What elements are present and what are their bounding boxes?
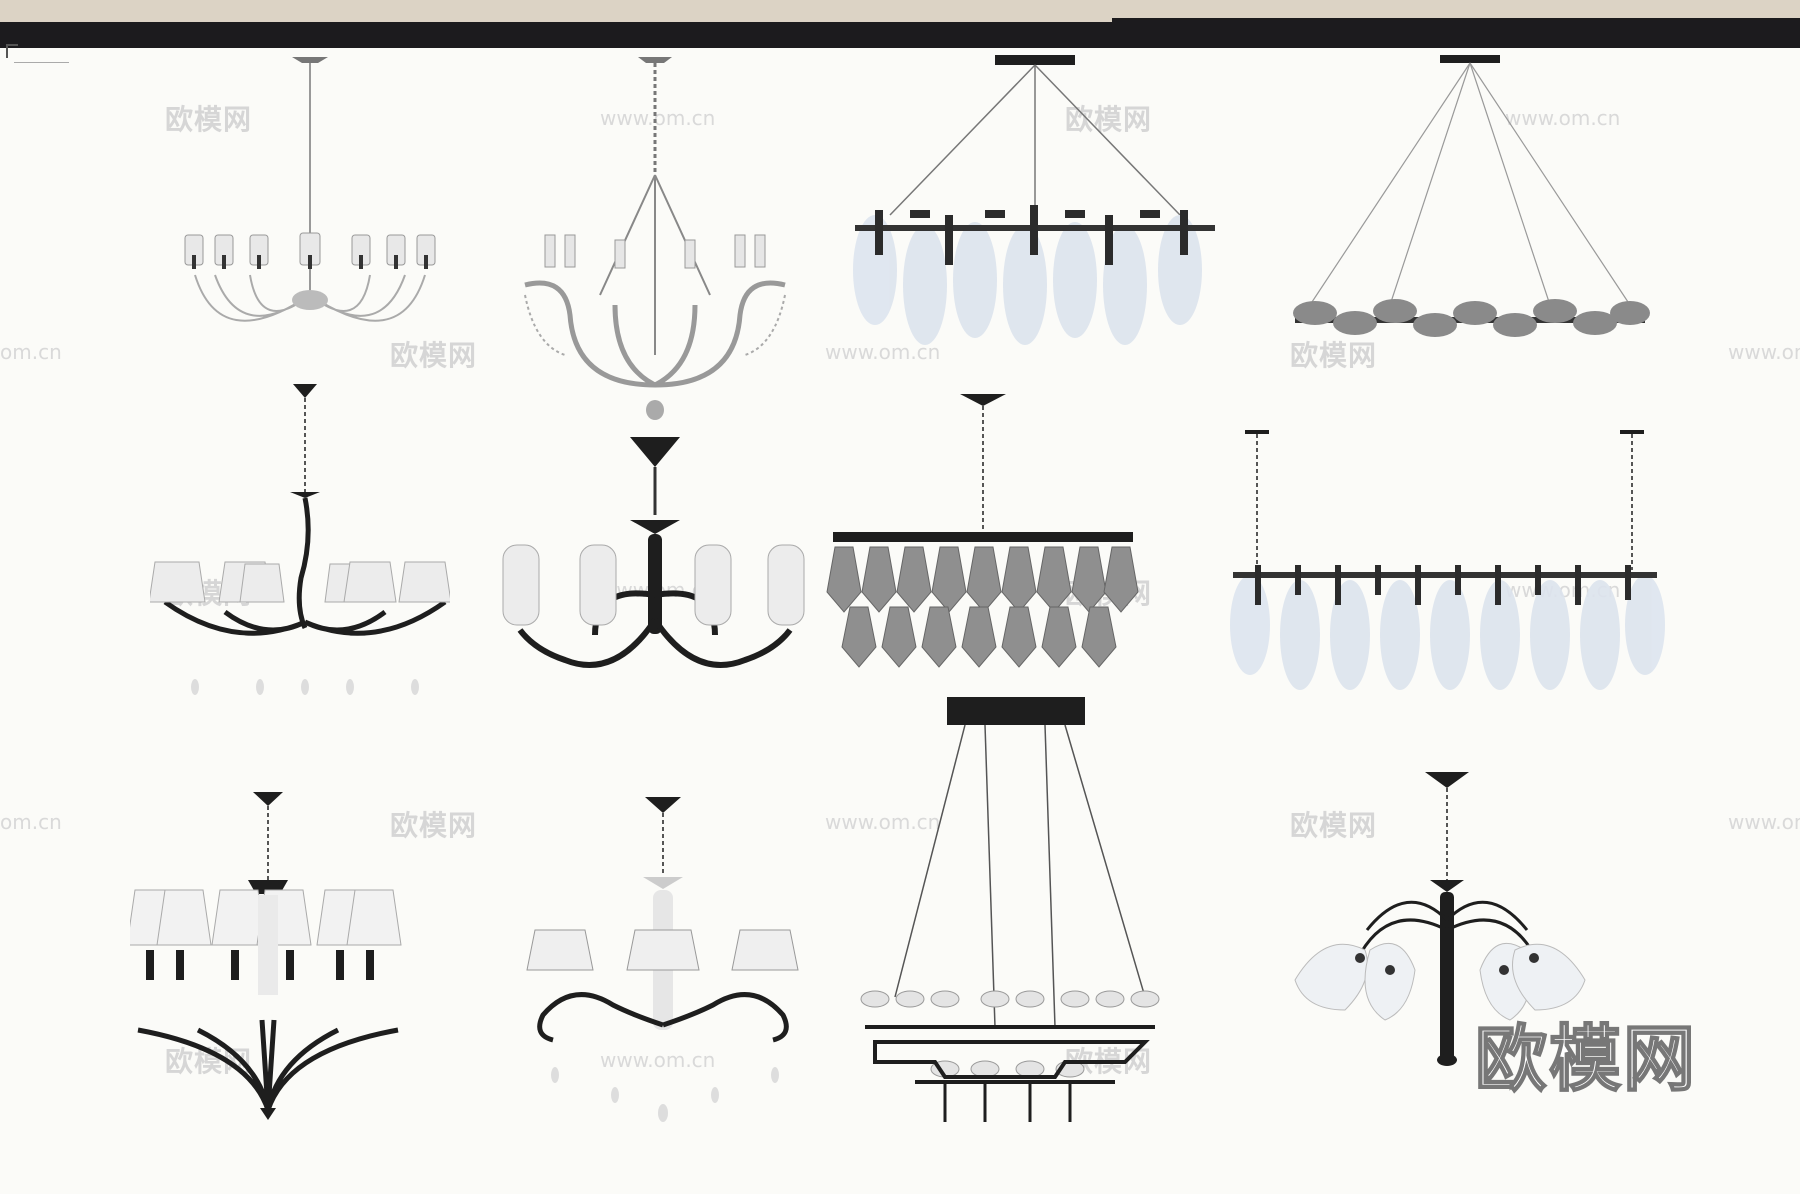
watermark-brand: 欧模网 — [165, 103, 253, 136]
chandelier-fabric-shade-icon — [525, 795, 805, 1125]
watermark-brand: 欧模网 — [1065, 103, 1153, 136]
chandelier-shade-dark-icon — [150, 382, 450, 702]
chandelier-ring-crystal-icon — [845, 55, 1225, 345]
brand-logo: 欧模网 — [1474, 1016, 1698, 1102]
top-beige-band — [0, 0, 1800, 22]
top-black-bar — [0, 22, 1800, 48]
watermark-url: www.om.cn — [1728, 340, 1800, 364]
watermark-brand: 欧模网 — [390, 809, 478, 842]
chandelier-curved-iron-icon — [510, 55, 800, 435]
watermark-brand: 欧模网 — [390, 339, 478, 372]
watermark-brand: 欧模网 — [1290, 809, 1378, 842]
watermark-url: www.om.cn — [600, 106, 716, 130]
chandelier-crystal-tier-icon — [825, 392, 1140, 672]
chandelier-candle-grey-icon — [180, 55, 440, 345]
corner-mark — [6, 44, 18, 58]
chandelier-white-shade-icon — [130, 790, 405, 1120]
chandelier-lotus-ring-icon — [855, 697, 1165, 1127]
chandelier-tulip-glass-icon — [1290, 770, 1590, 1070]
watermark-url: www.om.cn — [600, 1048, 716, 1072]
chandelier-wrought-iron-icon — [500, 435, 810, 700]
watermark-url: www.om.cn — [1728, 810, 1800, 834]
chandelier-linear-bar-icon — [1225, 430, 1665, 690]
watermark-url: www.om.cn — [825, 810, 941, 834]
watermark-brand: 欧模网 — [1290, 339, 1378, 372]
chandelier-ring-leaf-icon — [1290, 55, 1650, 365]
watermark-url-partial: om.cn — [0, 340, 62, 364]
watermark-url: www.om.cn — [1505, 106, 1621, 130]
watermark-url-partial: om.cn — [0, 810, 62, 834]
corner-line — [14, 62, 69, 63]
